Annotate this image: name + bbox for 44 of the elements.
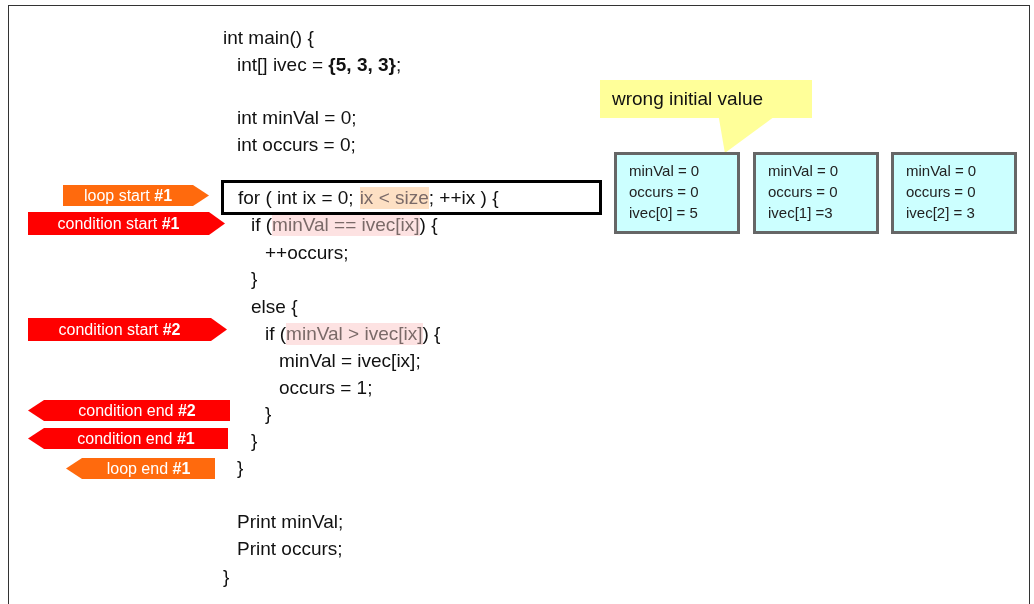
code-text: ++occurs; bbox=[265, 241, 349, 264]
state-text: ivec[1] =3 bbox=[768, 203, 834, 223]
state-text: minVal = 0 bbox=[768, 161, 840, 181]
code-text: if ( bbox=[265, 322, 287, 345]
state-box bbox=[753, 152, 879, 234]
code-text: int[] ivec = {5, 3, 3}; bbox=[237, 53, 402, 76]
code-text: else { bbox=[251, 295, 298, 318]
state-text: minVal = 0 bbox=[906, 161, 978, 181]
state-text: occurs = 0 bbox=[629, 182, 700, 202]
code-text: Print minVal; bbox=[237, 510, 344, 533]
callout-pointer bbox=[718, 117, 774, 153]
state-text: occurs = 0 bbox=[768, 182, 839, 202]
right-tag-label: loop start #1 bbox=[63, 185, 209, 206]
code-text: } bbox=[251, 267, 258, 290]
state-text: ivec[2] = 3 bbox=[906, 203, 976, 223]
code-text: occurs = 1; bbox=[279, 376, 373, 399]
state-text: ivec[0] = 5 bbox=[629, 203, 699, 223]
code-text: } bbox=[223, 565, 230, 588]
code-text: int main() { bbox=[223, 26, 314, 49]
code-text: for ( int ix = 0; bbox=[238, 186, 354, 209]
code-text: } bbox=[237, 456, 244, 479]
code-text: } bbox=[251, 429, 258, 452]
right-tag-label: condition start #2 bbox=[28, 318, 227, 341]
highlighted-code: minVal > ivec[ix] bbox=[286, 322, 423, 345]
state-box bbox=[614, 152, 740, 234]
code-text: if ( bbox=[251, 213, 273, 236]
code-text: int minVal = 0; bbox=[237, 106, 357, 129]
left-tag-label: loop end #1 bbox=[66, 458, 215, 479]
code-text: Print occurs; bbox=[237, 537, 343, 560]
state-box bbox=[891, 152, 1017, 234]
right-tag-label: condition start #1 bbox=[28, 212, 225, 235]
code-text: } bbox=[265, 402, 272, 425]
code-text: minVal = ivec[ix]; bbox=[279, 349, 421, 372]
highlighted-code: ix < size bbox=[359, 186, 429, 209]
highlighted-code: minVal == ivec[ix] bbox=[272, 213, 420, 236]
code-text: ) { bbox=[422, 322, 441, 345]
code-text: ; ++ix ) { bbox=[428, 186, 499, 209]
state-text: occurs = 0 bbox=[906, 182, 977, 202]
code-text: int occurs = 0; bbox=[237, 133, 356, 156]
highlighted-code-box bbox=[221, 180, 602, 215]
code-text: ) { bbox=[419, 213, 438, 236]
left-tag-label: condition end #1 bbox=[28, 428, 228, 449]
state-text: minVal = 0 bbox=[629, 161, 701, 181]
left-tag-label: condition end #2 bbox=[28, 400, 230, 421]
